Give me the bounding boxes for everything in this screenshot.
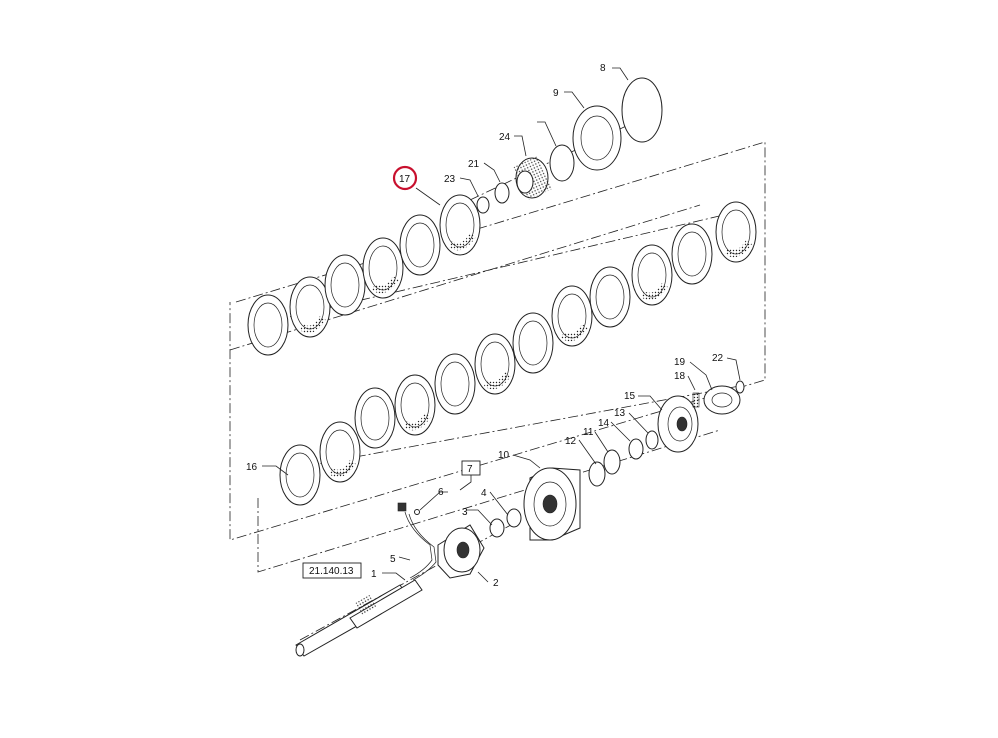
steel-plate: [247, 294, 289, 356]
friction-disc: [715, 201, 757, 263]
friction-disc: [551, 285, 593, 347]
friction-disc: [362, 237, 404, 299]
steel-plate: [354, 387, 396, 449]
ring-20: [494, 182, 510, 204]
friction-disc: [439, 194, 481, 256]
kit-label: 7: [467, 464, 473, 475]
callout-17: 17: [399, 174, 411, 185]
callout-1: 1: [371, 569, 377, 580]
callout-5: 5: [390, 554, 396, 565]
callout-14: 14: [598, 418, 610, 429]
fitting-6: [397, 502, 420, 515]
upper-subassembly: [476, 77, 663, 214]
o-ring-24: [549, 144, 575, 182]
steel-plate: [399, 214, 441, 276]
snap-ring-22: [476, 196, 490, 214]
ring-12: [588, 461, 606, 487]
steel-plate: [434, 353, 476, 415]
friction-disc: [289, 276, 331, 338]
highlight-ring: [392, 165, 418, 191]
callout-13: 13: [614, 408, 626, 419]
shaft-1: [295, 579, 423, 657]
shaft-assembly: [295, 502, 522, 657]
callout-9: 9: [553, 88, 559, 99]
manifold-2: [437, 524, 485, 579]
snap-ring-8: [621, 77, 663, 143]
callout-3: 3: [462, 507, 468, 518]
callout-21: 22: [712, 353, 724, 364]
ring-11: [603, 449, 621, 475]
callout-16: 16: [246, 462, 258, 473]
upper-disc-stack: [247, 194, 481, 356]
upper-right-disc-stack: [551, 201, 757, 347]
callout-10: 10: [498, 450, 510, 461]
oil-tube-5: [404, 511, 433, 579]
callout-23: 24: [499, 132, 511, 143]
steel-plate: [589, 266, 631, 328]
lower-subassembly: [523, 380, 745, 541]
leader-lines: [262, 67, 741, 583]
callout-15: 15: [624, 391, 636, 402]
ring-13: [645, 430, 659, 450]
callout-8: 8: [600, 63, 606, 74]
lower-disc-stack: [279, 421, 361, 506]
steel-plate: [279, 444, 321, 506]
callout-22: 23: [444, 174, 456, 185]
end-plate-9: [572, 105, 622, 171]
o-ring-3: [489, 518, 505, 538]
boxed-labels: 7 21.140.13: [302, 460, 481, 579]
friction-disc: [474, 333, 516, 395]
friction-disc: [631, 244, 673, 306]
friction-disc: [319, 421, 361, 483]
reference-box[interactable]: [302, 562, 362, 579]
callout-2: 2: [493, 578, 499, 589]
callout-6: 6: [438, 487, 444, 498]
splined-hub-23: [513, 156, 553, 200]
friction-disc: [394, 374, 436, 436]
callout-labels: 1 2 3 4 5 6 8 9 10 11 12 13 14 15 16 17 …: [246, 63, 724, 589]
piston-15: [657, 395, 699, 453]
spring-18: [692, 392, 700, 408]
middle-disc-stack: [354, 312, 554, 449]
callout-4: 4: [481, 488, 487, 499]
ring-14: [628, 438, 644, 460]
callout-12: 12: [565, 436, 577, 447]
snap-ring-21: [735, 380, 745, 394]
steel-plate: [671, 223, 713, 285]
callout-20: 21: [468, 159, 480, 170]
callout-11: 11: [583, 427, 594, 438]
drum-10: [523, 467, 581, 541]
callout-19: 19: [674, 357, 686, 368]
callout-18: 18: [674, 371, 686, 382]
o-ring-4: [506, 508, 522, 528]
reference-label[interactable]: 21.140.13: [309, 566, 354, 577]
spring-retainer-19: [703, 385, 741, 415]
steel-plate: [512, 312, 554, 374]
steel-plate: [324, 254, 366, 316]
